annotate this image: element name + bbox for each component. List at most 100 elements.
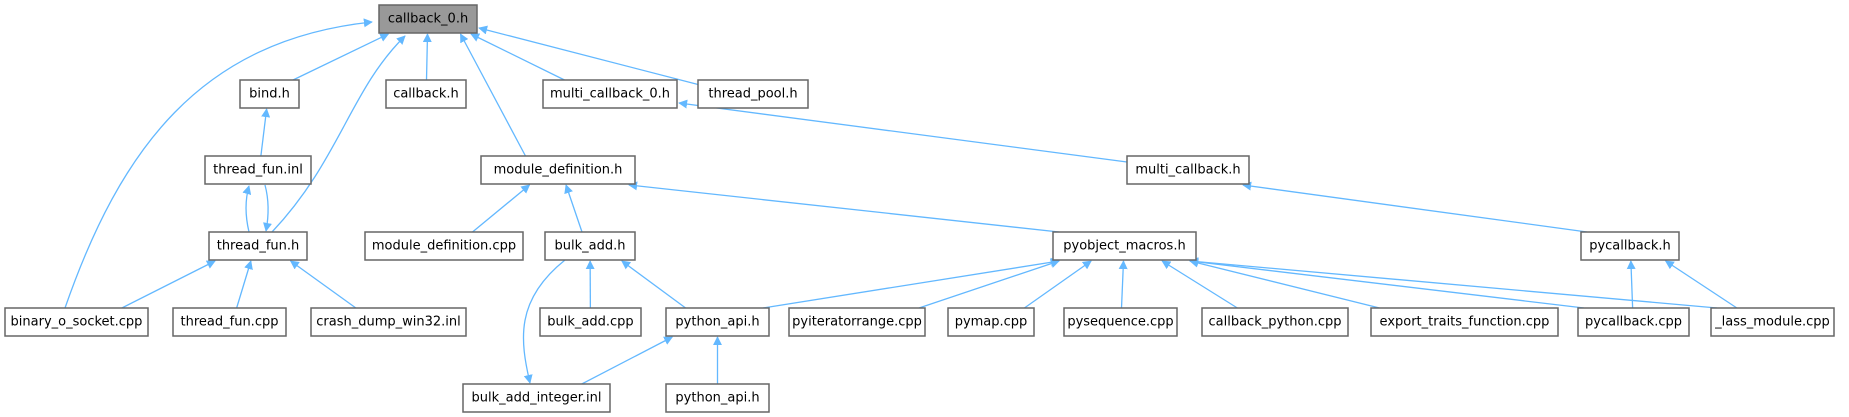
edge-lass_module-to-pycallback_h	[1664, 260, 1738, 309]
node-label: export_traits_function.cpp	[1380, 315, 1550, 330]
node-thread-pool[interactable]: thread_pool.h	[697, 79, 809, 109]
node-box	[1580, 231, 1680, 261]
node-module-definition-h[interactable]: module_definition.h	[480, 155, 636, 185]
edge-python_api_1-to-pyobject_macros	[762, 257, 1060, 309]
node-label: multi_callback.h	[1135, 163, 1240, 178]
node-box	[1063, 307, 1178, 337]
node-label: callback_python.cpp	[1209, 315, 1342, 330]
node-box	[385, 79, 467, 109]
node-pycallback-h[interactable]: pycallback.h	[1580, 231, 1680, 261]
edge-multi_callback-to-multi_callback_0	[678, 99, 1128, 163]
edge-thread_fun_h-to-thread_fun_inl	[242, 185, 252, 233]
node-box	[544, 231, 636, 261]
node-thread-fun-cpp[interactable]: thread_fun.cpp	[172, 307, 287, 337]
node-box	[378, 4, 478, 34]
node-label: module_definition.h	[494, 163, 623, 178]
edge-thread_fun_inl-to-bind	[260, 108, 271, 157]
edge-pyobject_macros-to-module_definition_h	[628, 181, 1060, 233]
node-label: module_definition.cpp	[372, 239, 516, 254]
node-box	[204, 155, 312, 185]
edge-module_definition_cpp-to-module_definition_h	[472, 184, 531, 233]
node-box	[1052, 231, 1197, 261]
node-label: _lass_module.cpp	[1714, 315, 1830, 330]
edge-python_api_1-to-bulk_add_h	[621, 260, 687, 309]
node-label: binary_o_socket.cpp	[11, 315, 143, 330]
node-box	[665, 383, 770, 413]
node-box	[462, 383, 611, 413]
node-label: bulk_add_integer.inl	[471, 391, 601, 406]
node-label: pymap.cpp	[955, 315, 1028, 330]
node-pysequence[interactable]: pysequence.cpp	[1063, 307, 1178, 337]
node-box	[1577, 307, 1690, 337]
node-box	[208, 231, 308, 261]
node-pyiteratorrange[interactable]: pyiteratorrange.cpp	[788, 307, 926, 337]
node-label: python_api.h	[675, 391, 759, 406]
node-label: thread_fun.h	[217, 239, 300, 254]
node-box	[239, 79, 300, 109]
node-label: pyobject_macros.h	[1063, 239, 1185, 254]
node-box	[665, 307, 770, 337]
node-bulk-add-integer[interactable]: bulk_add_integer.inl	[462, 383, 611, 413]
node-box	[1126, 155, 1250, 185]
node-label: bind.h	[249, 87, 290, 102]
node-label: pycallback.cpp	[1585, 315, 1682, 330]
node-label: bulk_add.h	[555, 239, 626, 254]
node-label: thread_pool.h	[708, 87, 797, 102]
edge-binary_o_socket-to-thread_fun_h	[121, 260, 216, 309]
node-pycallback-cpp[interactable]: pycallback.cpp	[1577, 307, 1690, 337]
node-box	[4, 307, 149, 337]
edge-export_traits-to-pyobject_macros	[1189, 258, 1380, 309]
edge-thread_fun_cpp-to-thread_fun_h	[236, 260, 253, 309]
node-box	[788, 307, 926, 337]
node-box	[947, 307, 1035, 337]
node-callback-python[interactable]: callback_python.cpp	[1201, 307, 1349, 337]
node-export-traits[interactable]: export_traits_function.cpp	[1370, 307, 1559, 337]
node-callback[interactable]: callback.h	[385, 79, 467, 109]
node-label: callback_0.h	[388, 12, 468, 27]
edge-pyiteratorrange-to-pyobject_macros	[918, 259, 1060, 309]
node-python-api-2[interactable]: python_api.h	[665, 383, 770, 413]
node-lass-module[interactable]: _lass_module.cpp	[1710, 307, 1835, 337]
edge-module_definition_h-to-callback_0	[459, 33, 527, 157]
node-box	[1370, 307, 1559, 337]
node-box	[1710, 307, 1835, 337]
node-thread-fun-inl[interactable]: thread_fun.inl	[204, 155, 312, 185]
node-box	[310, 307, 467, 337]
node-box	[364, 231, 524, 261]
node-box	[172, 307, 287, 337]
node-pyobject-macros[interactable]: pyobject_macros.h	[1052, 231, 1197, 261]
edge-binary_o_socket-to-callback_0	[64, 18, 373, 309]
edge-callback_python-to-pyobject_macros	[1161, 260, 1238, 309]
node-bind[interactable]: bind.h	[239, 79, 300, 109]
node-bulk-add-cpp[interactable]: bulk_add.cpp	[539, 307, 642, 337]
node-callback-0[interactable]: callback_0.h	[378, 4, 478, 34]
node-label: multi_callback_0.h	[550, 87, 670, 102]
edge-bulk_add_integer-to-python_api_1	[581, 336, 674, 385]
node-label: bulk_add.cpp	[547, 315, 633, 330]
edge-multi_callback_0-to-callback_0	[470, 33, 565, 81]
node-label: pyiteratorrange.cpp	[792, 315, 922, 330]
node-label: python_api.h	[675, 315, 759, 330]
node-label: crash_dump_win32.inl	[316, 315, 461, 330]
node-box	[1201, 307, 1349, 337]
edge-crash_dump-to-thread_fun_h	[289, 260, 357, 309]
node-crash-dump[interactable]: crash_dump_win32.inl	[310, 307, 467, 337]
edge-lass_module-to-pyobject_macros	[1189, 257, 1718, 309]
node-module-definition-cpp[interactable]: module_definition.cpp	[364, 231, 524, 261]
node-multi-callback[interactable]: multi_callback.h	[1126, 155, 1250, 185]
node-multi-callback-0[interactable]: multi_callback_0.h	[542, 79, 678, 109]
edge-bulk_add_h-to-bulk_add_integer	[522, 259, 566, 384]
node-python-api-1[interactable]: python_api.h	[665, 307, 770, 337]
edge-thread_pool-to-callback_0	[478, 25, 701, 86]
node-binary-o-socket[interactable]: binary_o_socket.cpp	[4, 307, 149, 337]
edge-pycallback_cpp-to-pycallback_h	[1626, 260, 1636, 309]
node-thread-fun-h[interactable]: thread_fun.h	[208, 231, 308, 261]
node-box	[542, 79, 678, 109]
node-pymap[interactable]: pymap.cpp	[947, 307, 1035, 337]
edge-pycallback_h-to-multi_callback	[1242, 181, 1588, 233]
edge-thread_fun_h-to-callback_0	[271, 35, 406, 233]
node-label: pysequence.cpp	[1067, 315, 1173, 330]
node-bulk-add-h[interactable]: bulk_add.h	[544, 231, 636, 261]
node-label: thread_fun.inl	[213, 163, 303, 178]
